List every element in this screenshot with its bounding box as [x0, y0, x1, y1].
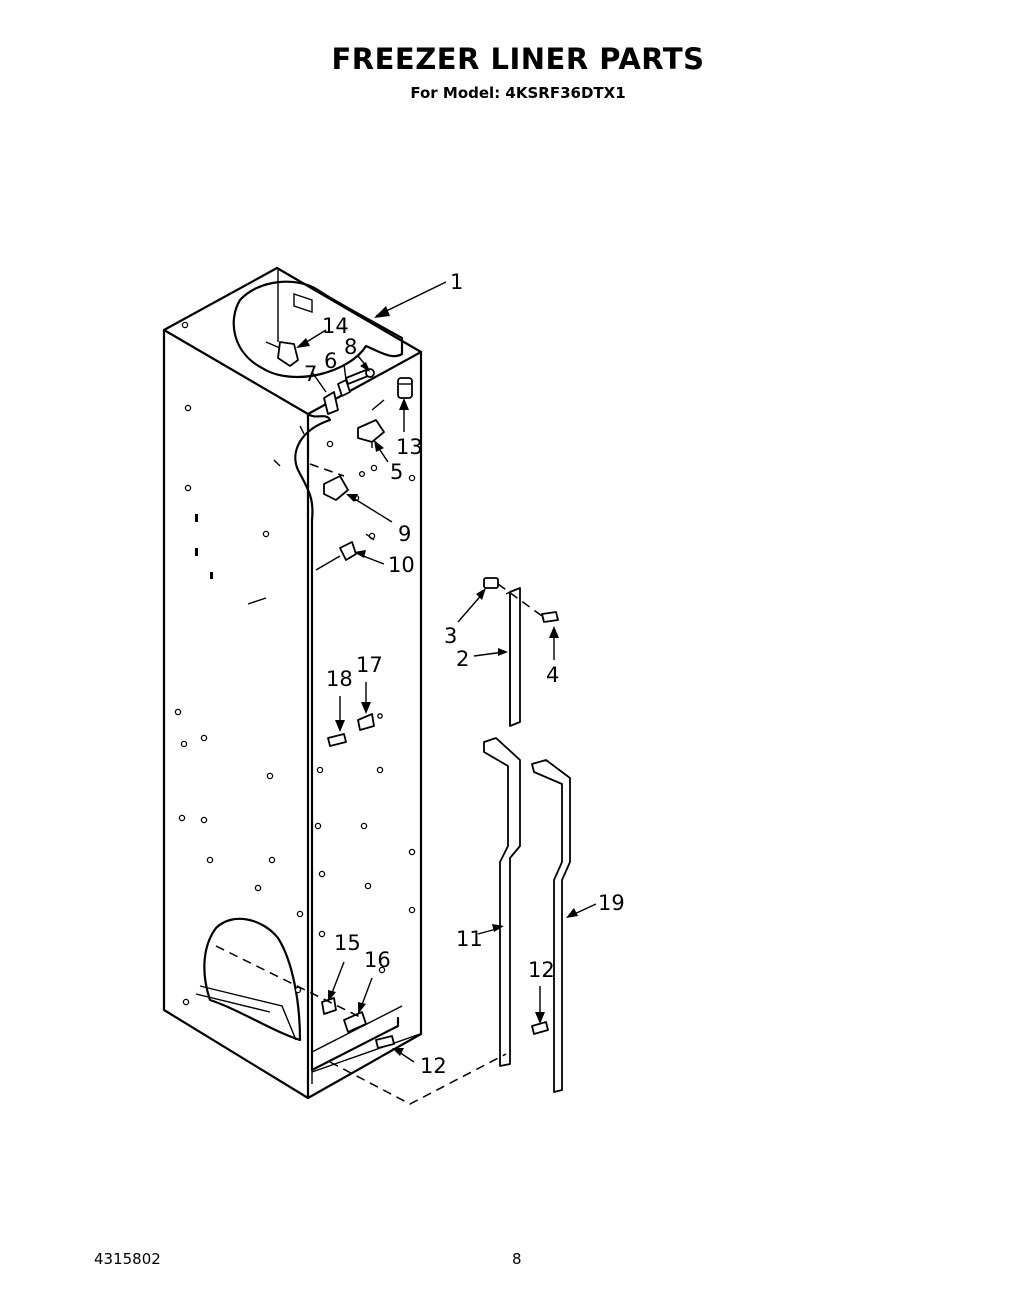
callout-labels: 1 14 8 6 7 13 5 9 10 3 2 4 18 17 11 19 1… [304, 270, 625, 1078]
callout-16: 16 [364, 948, 391, 972]
part-14-clip [265, 341, 299, 367]
part-3-4-rail-hardware [483, 577, 559, 623]
footer-page-number: 8 [512, 1250, 522, 1268]
callout-19: 19 [598, 891, 625, 915]
part-19-long-rail [531, 759, 571, 1093]
callout-12-rail: 12 [528, 958, 555, 982]
callout-15: 15 [334, 931, 361, 955]
part-8-screw [345, 368, 375, 385]
part-15-16-bottom-bracket [215, 945, 395, 1049]
part-5-hinge-pin [357, 399, 385, 448]
part-12-rail-screw [531, 1021, 549, 1035]
part-6-fastener [337, 379, 351, 397]
part-9-bracket [309, 463, 349, 501]
callout-5: 5 [390, 460, 403, 484]
callout-8: 8 [344, 335, 357, 359]
footer-part-number: 4315802 [94, 1250, 161, 1268]
part-17-18-fasteners [327, 713, 383, 747]
callout-6: 6 [324, 349, 337, 373]
part-10-grommet [315, 533, 375, 571]
leader-lines [296, 281, 597, 1063]
part-2-short-rail [505, 587, 521, 727]
callout-3: 3 [444, 624, 457, 648]
callout-13: 13 [396, 435, 423, 459]
part-13-cap [397, 377, 413, 399]
alignment-line-bottom [329, 1053, 507, 1105]
callout-1: 1 [450, 270, 463, 294]
page-title: FREEZER LINER PARTS [331, 42, 705, 76]
callout-9: 9 [398, 522, 411, 546]
callout-4: 4 [546, 663, 559, 687]
part-11-long-rail [483, 737, 521, 1067]
callout-14: 14 [322, 314, 349, 338]
callout-7: 7 [304, 362, 317, 386]
callout-18: 18 [326, 667, 353, 691]
model-subtitle: For Model: 4KSRF36DTX1 [410, 84, 626, 102]
callout-10: 10 [388, 553, 415, 577]
callout-17: 17 [356, 653, 383, 677]
part-7-bracket [323, 391, 339, 415]
freezer-liner-cabinet [162, 266, 423, 1100]
callout-11: 11 [456, 927, 483, 951]
callout-12-bottom: 12 [420, 1054, 447, 1078]
callout-2: 2 [456, 647, 469, 671]
